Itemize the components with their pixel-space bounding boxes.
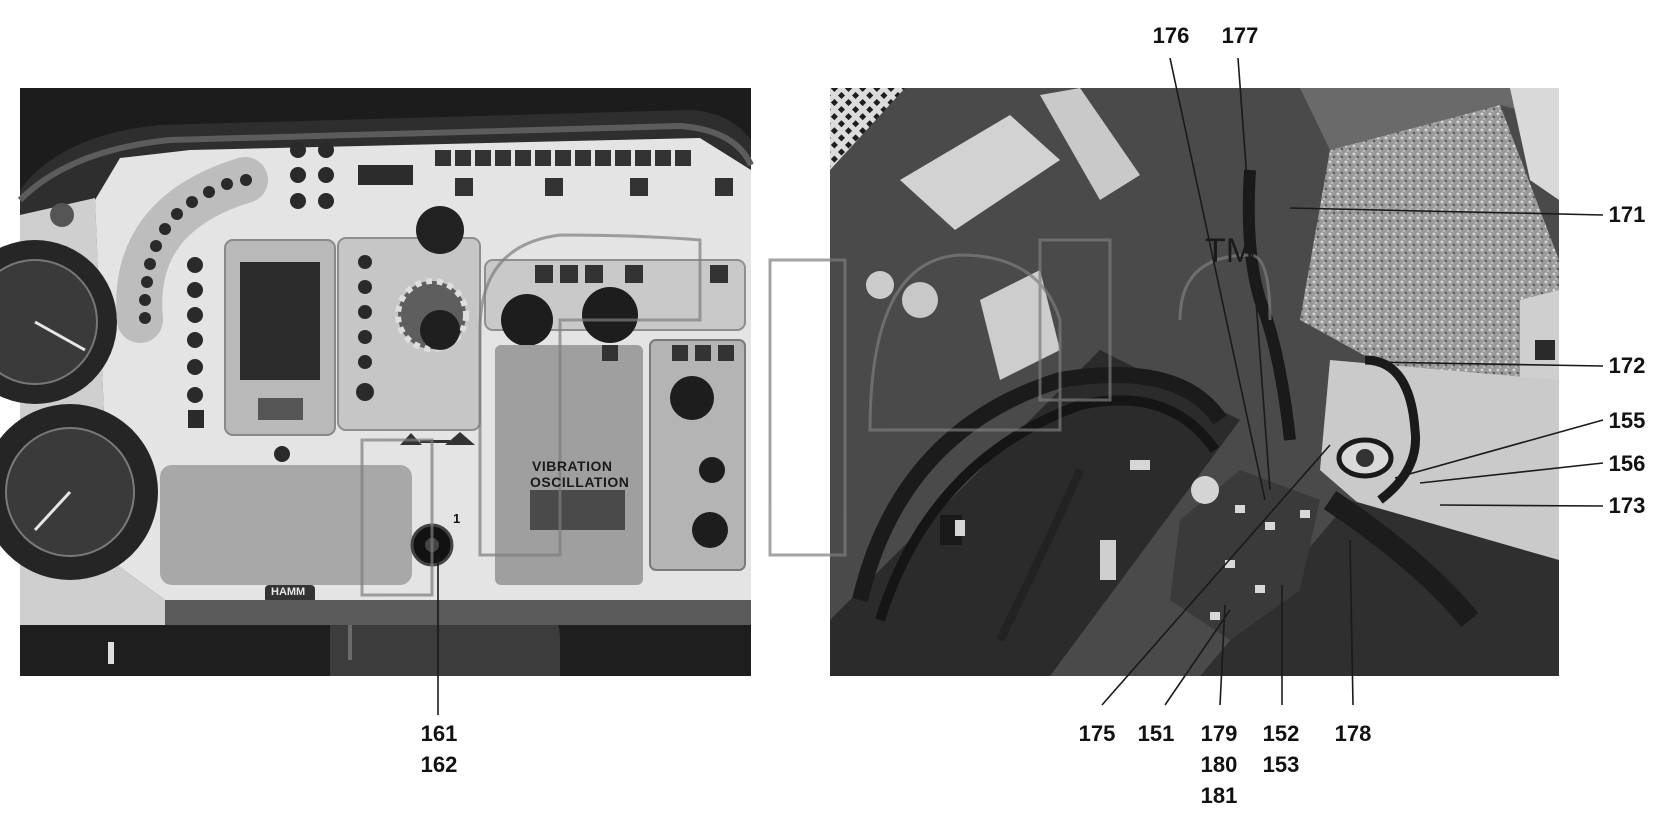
vibration-label: VIBRATION bbox=[532, 458, 613, 474]
leader-173 bbox=[1439, 504, 1604, 507]
leader-176 bbox=[1169, 57, 1266, 501]
callout-172: 172 bbox=[1608, 353, 1646, 378]
callout-161-162: 161 162 bbox=[420, 721, 458, 777]
leader-lines bbox=[437, 57, 1604, 715]
callout-151: 151 bbox=[1137, 721, 1175, 746]
trademark-mark: TM bbox=[1205, 232, 1255, 270]
leader-151 bbox=[1164, 609, 1231, 706]
leader-171 bbox=[1289, 207, 1604, 216]
left-photo-dashboard bbox=[0, 88, 754, 676]
callout-177: 177 bbox=[1221, 23, 1259, 48]
callout-171: 171 bbox=[1608, 202, 1646, 227]
callout-173: 173 bbox=[1608, 493, 1646, 518]
callout-176: 176 bbox=[1152, 23, 1190, 48]
callout-156: 156 bbox=[1608, 451, 1646, 476]
leader-179 bbox=[1219, 604, 1226, 706]
leader-177 bbox=[1237, 57, 1271, 491]
leader-175 bbox=[1101, 444, 1331, 706]
leader-172 bbox=[1369, 361, 1604, 367]
callout-175: 175 bbox=[1078, 721, 1116, 746]
callout-179-180-181: 179 180 181 bbox=[1200, 721, 1238, 808]
leader-178 bbox=[1349, 539, 1354, 706]
right-photo-wiring bbox=[830, 88, 1559, 676]
callout-155: 155 bbox=[1608, 408, 1646, 433]
switch-mark: 1 bbox=[453, 511, 461, 526]
leader-156 bbox=[1419, 462, 1604, 484]
callout-178: 178 bbox=[1334, 721, 1372, 746]
brand-badge: HAMM bbox=[271, 586, 306, 598]
oscillation-label: OSCILLATION bbox=[530, 474, 630, 490]
watermark bbox=[360, 233, 1272, 597]
leader-155 bbox=[1394, 419, 1604, 479]
callout-152-153: 152 153 bbox=[1262, 721, 1300, 777]
